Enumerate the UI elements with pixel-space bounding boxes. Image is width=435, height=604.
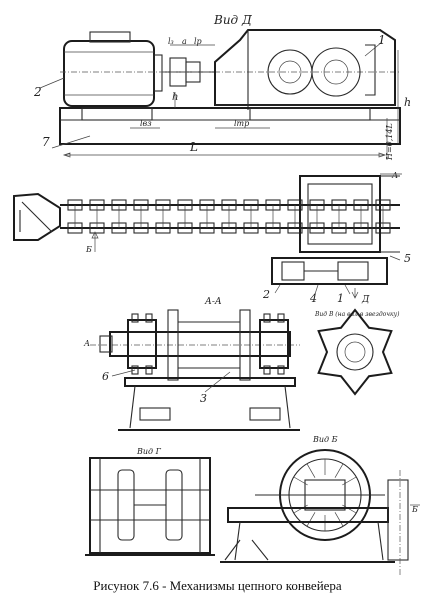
dim-ltr: lтр [234, 119, 249, 128]
dim-lvs: lвз [140, 119, 152, 128]
sprocket-star [317, 308, 393, 396]
dim-h-small: h [172, 92, 178, 103]
view-v-title: Вид В (на вал в звездочку) [314, 311, 400, 318]
sprocket-g-left [117, 469, 135, 541]
gear-2 [311, 47, 361, 97]
marker-b: Б [85, 245, 92, 254]
view-d-title: Вид Д [213, 13, 252, 27]
figure-caption: Рисунок 7.6 - Механизмы цепного конвейер… [93, 578, 342, 593]
motor-terminal-box [89, 31, 131, 43]
view-b-title: Вид Б [312, 435, 338, 444]
conveyor-chain-plan [13, 173, 402, 299]
view-g [85, 457, 215, 556]
part-2-bottom: 2 [262, 288, 270, 301]
sprocket-left [167, 309, 179, 381]
dim-L: L [189, 140, 198, 154]
marker-b-right: Б [411, 505, 418, 514]
dim-lp: lр [194, 37, 202, 46]
shaft [109, 331, 291, 357]
part-7: 7 [42, 135, 50, 149]
bearing-left [127, 319, 157, 369]
part-2-top: 2 [33, 85, 42, 99]
frame-g [89, 457, 211, 554]
marker-a-top: А [391, 171, 398, 180]
part-6: 6 [102, 370, 109, 383]
gearbox-housing [214, 29, 396, 106]
bearing-right [259, 319, 289, 369]
tail-tensioner [13, 192, 61, 241]
view-b [220, 449, 420, 575]
dim-h-mark: H=0,14L [385, 123, 394, 161]
head-frame [299, 175, 381, 253]
dim-l3: l₃ [168, 37, 174, 46]
sprocket-right [239, 309, 251, 381]
motor-body [63, 40, 155, 107]
part-1-top: 1 [378, 33, 386, 47]
dim-a: a [182, 37, 187, 46]
section-a-a [90, 309, 300, 431]
part-4: 4 [309, 292, 317, 305]
part-1-bottom: 1 [337, 292, 344, 305]
part-5: 5 [404, 252, 411, 265]
part-3: 3 [200, 392, 207, 405]
dim-h-big: h [404, 96, 411, 109]
marker-a-left: А [83, 339, 90, 348]
drive-assembly [39, 29, 401, 160]
drive-shaft-unit [271, 257, 388, 285]
view-g-title: Вид Г [136, 447, 162, 456]
marker-d: Д [361, 295, 370, 305]
sprocket-g-right [165, 469, 183, 541]
base-frame [59, 107, 401, 145]
view-aa-title: А-А [204, 297, 222, 307]
bolts [131, 313, 285, 375]
chain-links [67, 199, 391, 234]
labels: Вид Д 2 1 7 l₃ a lр h h lвз lтр L H=0,14… [33, 13, 418, 514]
view-v-sprocket [317, 308, 393, 396]
sprocket-hub [336, 333, 374, 371]
